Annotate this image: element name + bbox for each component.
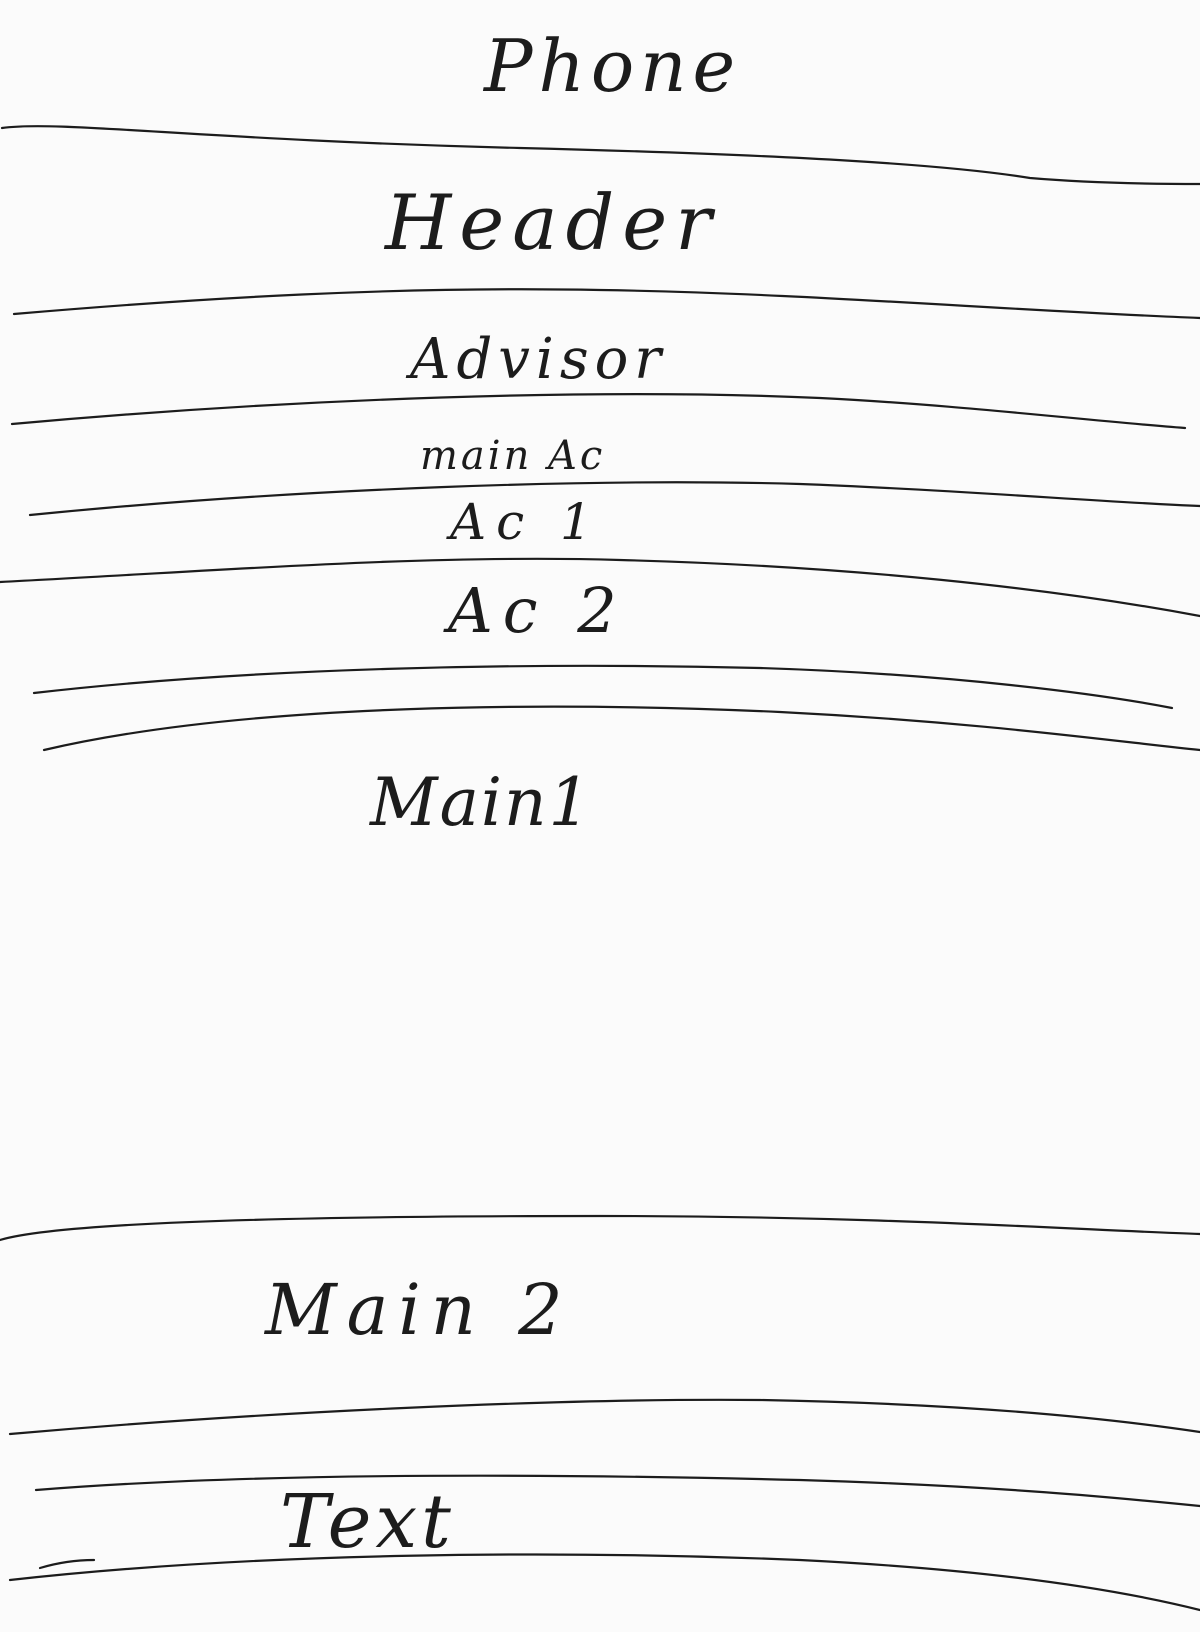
ac2-section: Ac 2 bbox=[448, 574, 627, 647]
divider-line bbox=[8, 1553, 1200, 1612]
main-ac-section: main Ac bbox=[420, 433, 606, 479]
main2-section: Main 2 bbox=[265, 1269, 573, 1351]
divider-line bbox=[38, 1558, 96, 1570]
divider-line bbox=[10, 393, 1187, 430]
divider-line bbox=[0, 125, 1200, 186]
advisor-section: Advisor bbox=[410, 327, 668, 392]
divider-line bbox=[42, 705, 1200, 752]
divider-line bbox=[34, 1474, 1200, 1508]
divider-line bbox=[0, 557, 1200, 618]
divider-line bbox=[32, 664, 1174, 710]
main1-section: Main1 bbox=[370, 764, 593, 841]
divider-line bbox=[0, 1214, 1200, 1242]
divider-line bbox=[8, 1398, 1200, 1436]
ac1-section: Ac 1 bbox=[450, 493, 602, 551]
text-section: Text bbox=[280, 1479, 455, 1565]
phone-title: Phone bbox=[484, 24, 742, 108]
divider-line bbox=[28, 481, 1200, 517]
divider-line bbox=[12, 288, 1200, 320]
header-section: Header bbox=[385, 178, 720, 267]
